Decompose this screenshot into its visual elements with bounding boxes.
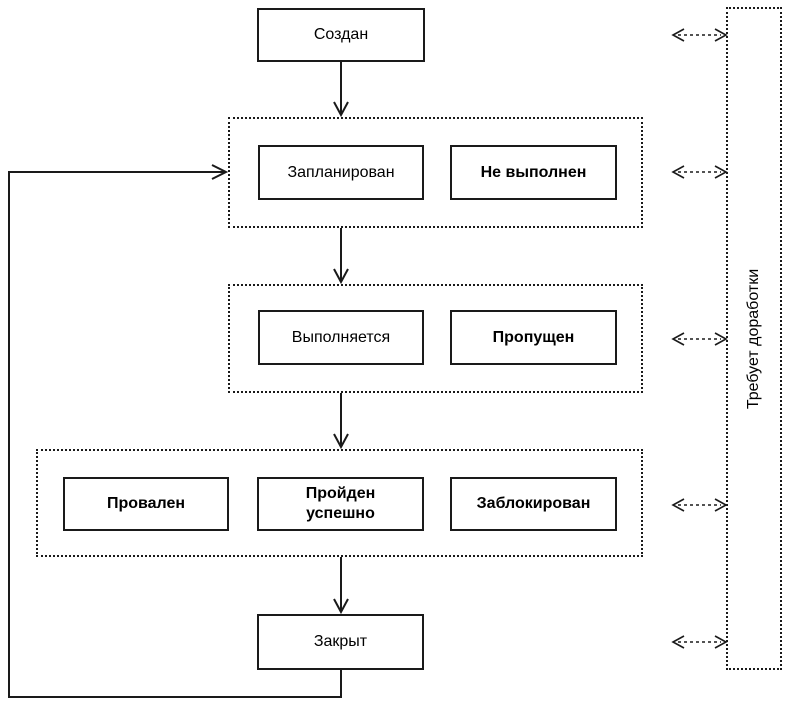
rework-panel: Требует доработки xyxy=(726,7,782,670)
group-planned xyxy=(228,117,643,228)
state-label-skipped: Пропущен xyxy=(492,328,575,346)
group-result xyxy=(36,449,643,557)
state-box-passed: Пройден успешно xyxy=(257,477,424,531)
flow-arrow-created-to-planned xyxy=(333,62,349,118)
rework-arrow-created-row xyxy=(671,28,728,42)
state-label-created: Создан xyxy=(313,26,369,43)
state-box-executing: Выполняется xyxy=(258,310,424,365)
state-label-failed: Провален xyxy=(106,495,186,512)
state-box-not-executed: Не выполнен xyxy=(450,145,617,200)
state-label-planned: Запланирован xyxy=(287,163,395,181)
state-box-closed: Закрыт xyxy=(257,614,424,670)
rework-arrow-planned-row xyxy=(671,165,728,179)
rework-panel-label: Требует доработки xyxy=(745,268,762,409)
state-label-closed: Закрыт xyxy=(313,633,368,650)
state-label-executing: Выполняется xyxy=(291,328,391,346)
rework-arrow-closed-row xyxy=(671,635,728,649)
group-executing xyxy=(228,284,643,393)
state-label-not-executed: Не выполнен xyxy=(480,163,587,181)
flow-arrow-result-to-closed xyxy=(333,557,349,615)
state-box-failed: Провален xyxy=(63,477,229,531)
state-box-skipped: Пропущен xyxy=(450,310,617,365)
state-box-planned: Запланирован xyxy=(258,145,424,200)
flow-arrow-planned-to-executing xyxy=(333,228,349,285)
rework-arrow-executing-row xyxy=(671,332,728,346)
state-box-blocked: Заблокирован xyxy=(450,477,617,531)
state-box-created: Создан xyxy=(257,8,425,62)
state-label-passed: Пройден успешно xyxy=(305,485,376,522)
state-label-blocked: Заблокирован xyxy=(476,495,591,512)
flow-arrow-executing-to-result xyxy=(333,393,349,450)
rework-arrow-result-row xyxy=(671,498,728,512)
